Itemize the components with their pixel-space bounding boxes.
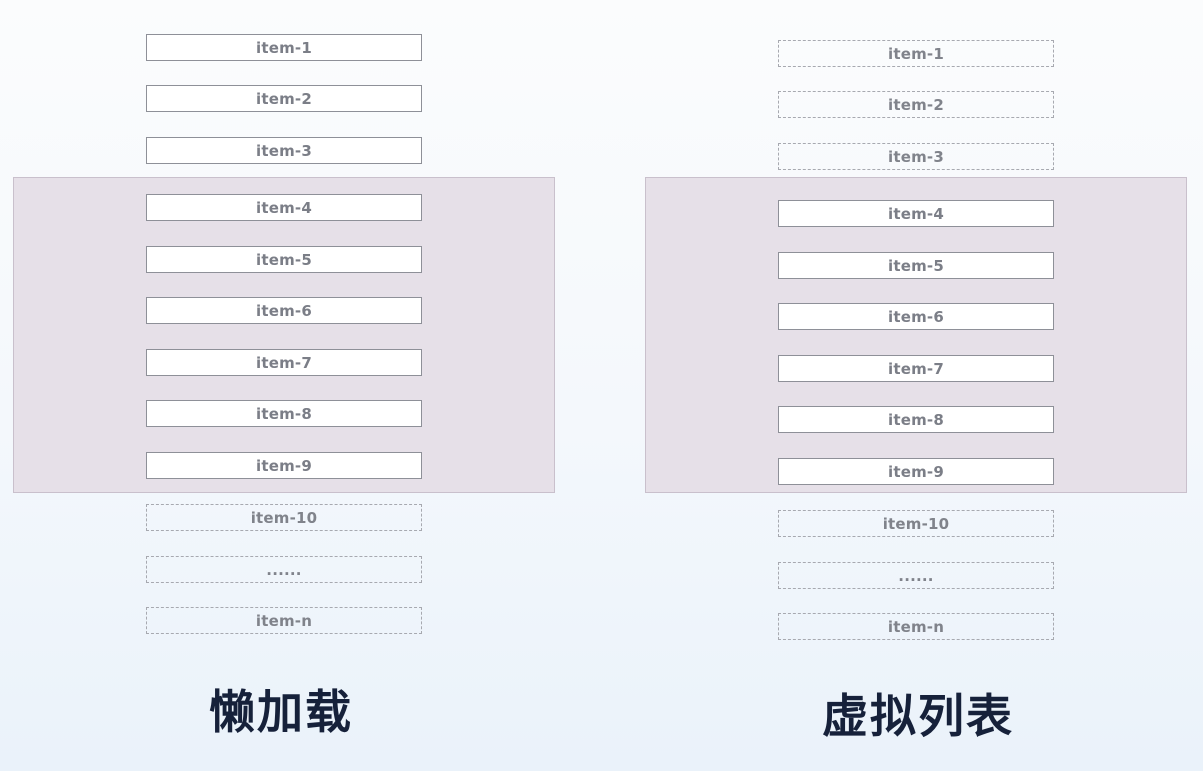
list-item: ...... bbox=[778, 562, 1054, 589]
list-item: item-1 bbox=[146, 34, 422, 61]
list-item: item-4 bbox=[778, 200, 1054, 227]
list-item: item-9 bbox=[146, 452, 422, 479]
list-item: item-6 bbox=[146, 297, 422, 324]
list-item: item-2 bbox=[146, 85, 422, 112]
viewport-window bbox=[645, 177, 1187, 493]
diagram-caption: 懒加载 bbox=[209, 685, 353, 739]
list-item: item-n bbox=[778, 613, 1054, 640]
list-item: item-8 bbox=[778, 406, 1054, 433]
list-item: item-5 bbox=[778, 252, 1054, 279]
list-item: ...... bbox=[146, 556, 422, 583]
list-item: item-8 bbox=[146, 400, 422, 427]
list-item: item-9 bbox=[778, 458, 1054, 485]
viewport-window bbox=[13, 177, 555, 493]
list-item: item-3 bbox=[146, 137, 422, 164]
list-item: item-5 bbox=[146, 246, 422, 273]
list-item: item-6 bbox=[778, 303, 1054, 330]
list-item: item-4 bbox=[146, 194, 422, 221]
list-item: item-2 bbox=[778, 91, 1054, 118]
list-item: item-10 bbox=[778, 510, 1054, 537]
diagram-caption: 虚拟列表 bbox=[822, 689, 1014, 743]
lazy-load-diagram: item-1 item-2 item-3 item-4 item-5 item-… bbox=[0, 0, 560, 771]
list-item: item-10 bbox=[146, 504, 422, 531]
list-item: item-7 bbox=[146, 349, 422, 376]
list-item: item-n bbox=[146, 607, 422, 634]
list-item: item-7 bbox=[778, 355, 1054, 382]
list-item: item-1 bbox=[778, 40, 1054, 67]
virtual-list-diagram: item-1 item-2 item-3 item-4 item-5 item-… bbox=[632, 0, 1192, 771]
list-item: item-3 bbox=[778, 143, 1054, 170]
